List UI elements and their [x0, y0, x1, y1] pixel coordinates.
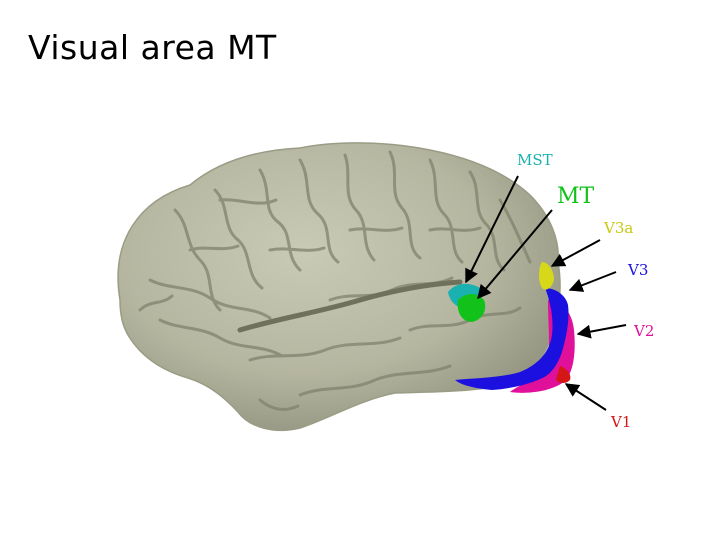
label-v1: V1: [610, 413, 631, 431]
visual-areas: [448, 262, 575, 393]
v3a-arrow: [550, 239, 601, 267]
v2-arrow: [576, 324, 627, 339]
v3-arrow: [568, 271, 617, 292]
sulci: [138, 150, 532, 411]
label-mt: MT: [557, 184, 595, 209]
area-v1-region: [556, 366, 571, 383]
area-v3-region: [455, 288, 569, 390]
mt-arrow: [477, 209, 553, 300]
area-v3a-region: [539, 262, 554, 290]
label-v3: V3: [627, 261, 648, 279]
lateral-sulcus: [237, 279, 463, 333]
label-arrows: [465, 175, 627, 411]
v1-arrow: [564, 383, 607, 411]
slide-title: Visual area MT: [28, 28, 277, 67]
label-v3a: V3a: [603, 219, 633, 237]
label-v2: V2: [633, 322, 654, 340]
mst-arrow: [465, 175, 519, 284]
label-mst: MST: [517, 151, 553, 169]
area-mt-region: [457, 294, 486, 322]
